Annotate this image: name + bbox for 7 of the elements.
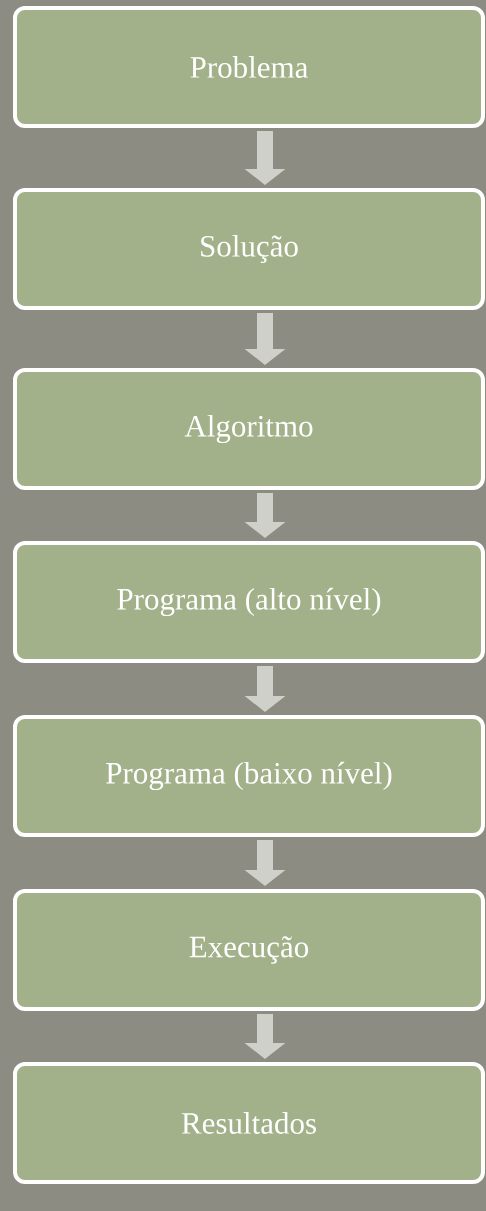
process-box: Resultados (13, 1062, 485, 1184)
process-box: Programa (alto nível) (13, 541, 485, 663)
process-box: Problema (13, 6, 485, 128)
process-box: Execução (13, 889, 485, 1011)
process-box: Solução (13, 188, 485, 310)
process-box: Programa (baixo nível) (13, 715, 485, 837)
process-box: Algoritmo (13, 368, 485, 490)
